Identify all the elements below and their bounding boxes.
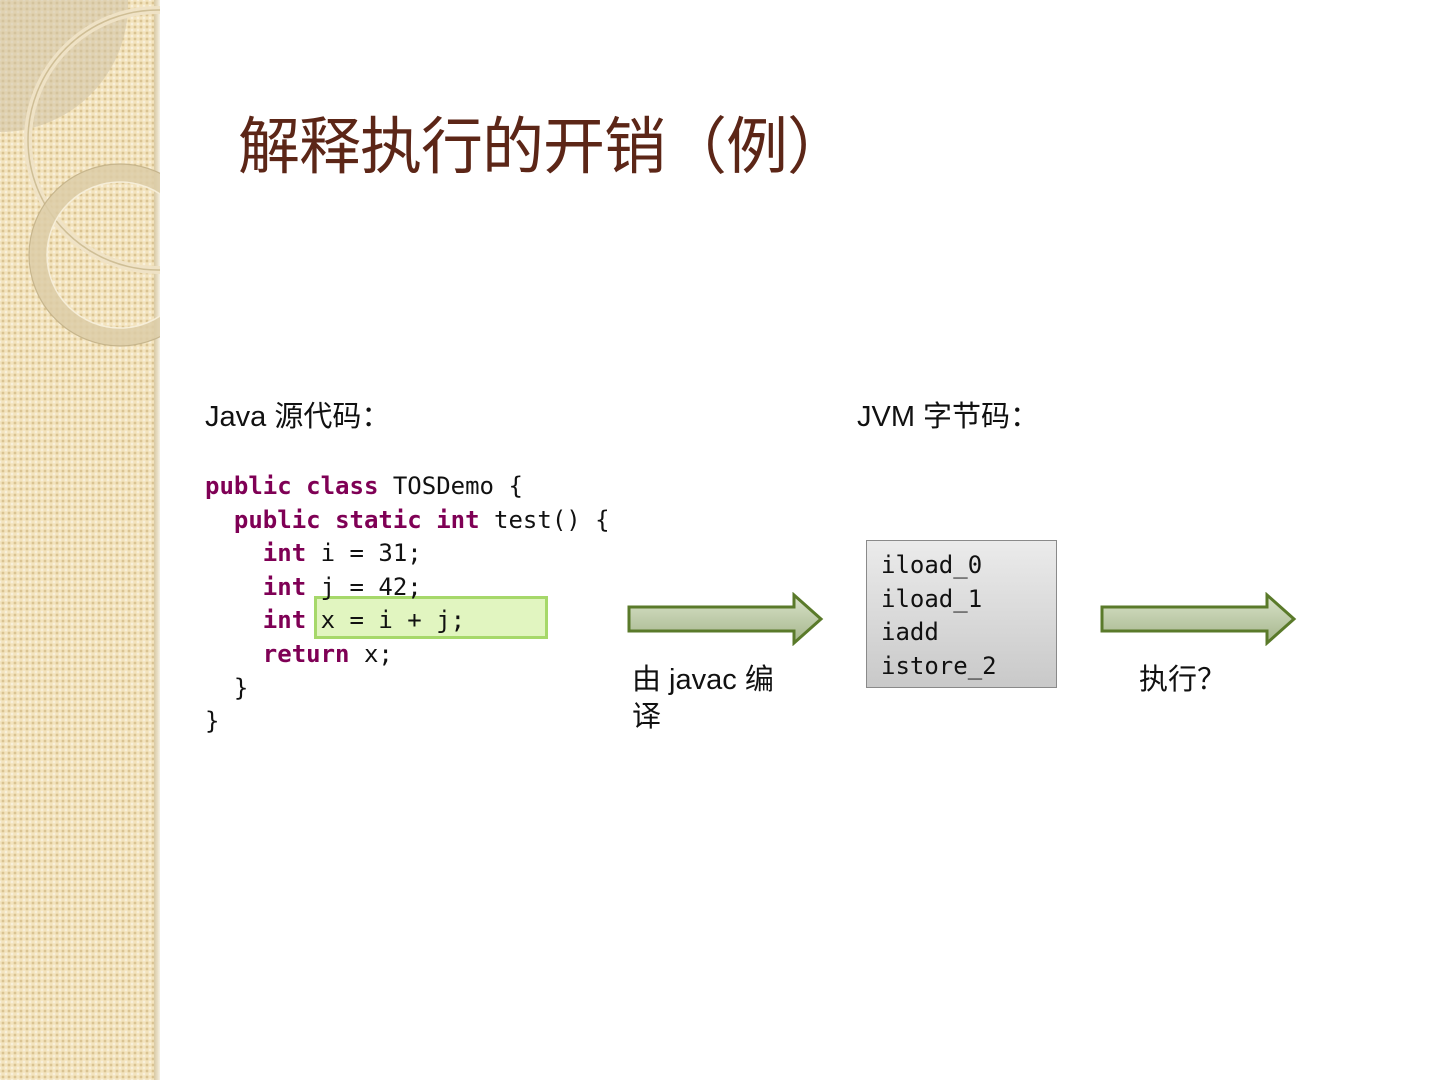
code-keyword: int (262, 539, 307, 568)
compile-arrow-icon (627, 592, 824, 646)
bytecode-line: istore_2 (881, 651, 997, 680)
code-line: public static int test() { (205, 504, 610, 538)
code-text: TOSDemo { (378, 472, 523, 500)
compile-caption: 由 javac 编译 (632, 664, 774, 733)
code-line: return x; (205, 638, 610, 672)
code-text: test() { (479, 505, 610, 534)
code-line: } (205, 705, 610, 739)
decorative-band-edge (154, 0, 160, 1080)
bytecode-box: iload_0 iload_1 iadd istore_2 (866, 540, 1057, 688)
code-keyword: int (262, 572, 307, 601)
decorative-rings-icon (0, 0, 160, 347)
slide-title: 解释执行的开销（例） (238, 110, 849, 183)
code-line: int j = 42; (205, 571, 610, 605)
execute-caption: 执行？ (1139, 664, 1227, 696)
source-code-label: Java 源代码： (205, 401, 391, 433)
code-line: } (205, 672, 610, 706)
code-keyword: int (436, 505, 480, 534)
bytecode-line: iadd (881, 618, 939, 646)
code-line: public class TOSDemo { (205, 470, 610, 504)
execute-arrow-icon (1100, 592, 1297, 646)
code-keyword: return (262, 639, 350, 668)
code-keyword: int (262, 606, 307, 635)
code-text: x = i + j; (306, 606, 466, 635)
code-line: int i = 31; (205, 537, 610, 571)
code-keyword: static (335, 505, 422, 534)
bytecode-line: iload_1 (881, 584, 983, 613)
code-keyword: public (233, 505, 321, 534)
bytecode-line: iload_0 (881, 551, 983, 579)
code-keyword: public (205, 472, 292, 500)
bytecode-label: JVM 字节码： (857, 401, 1040, 433)
java-code-block: public class TOSDemo { public static int… (205, 470, 610, 739)
code-text: j = 42; (306, 572, 422, 601)
code-text: x; (349, 639, 393, 668)
code-text: } (205, 707, 220, 736)
code-highlight (314, 596, 548, 639)
code-text: i = 31; (306, 539, 422, 568)
code-keyword: class (306, 472, 379, 500)
code-text: } (233, 673, 249, 702)
code-line: int x = i + j; (205, 604, 610, 638)
